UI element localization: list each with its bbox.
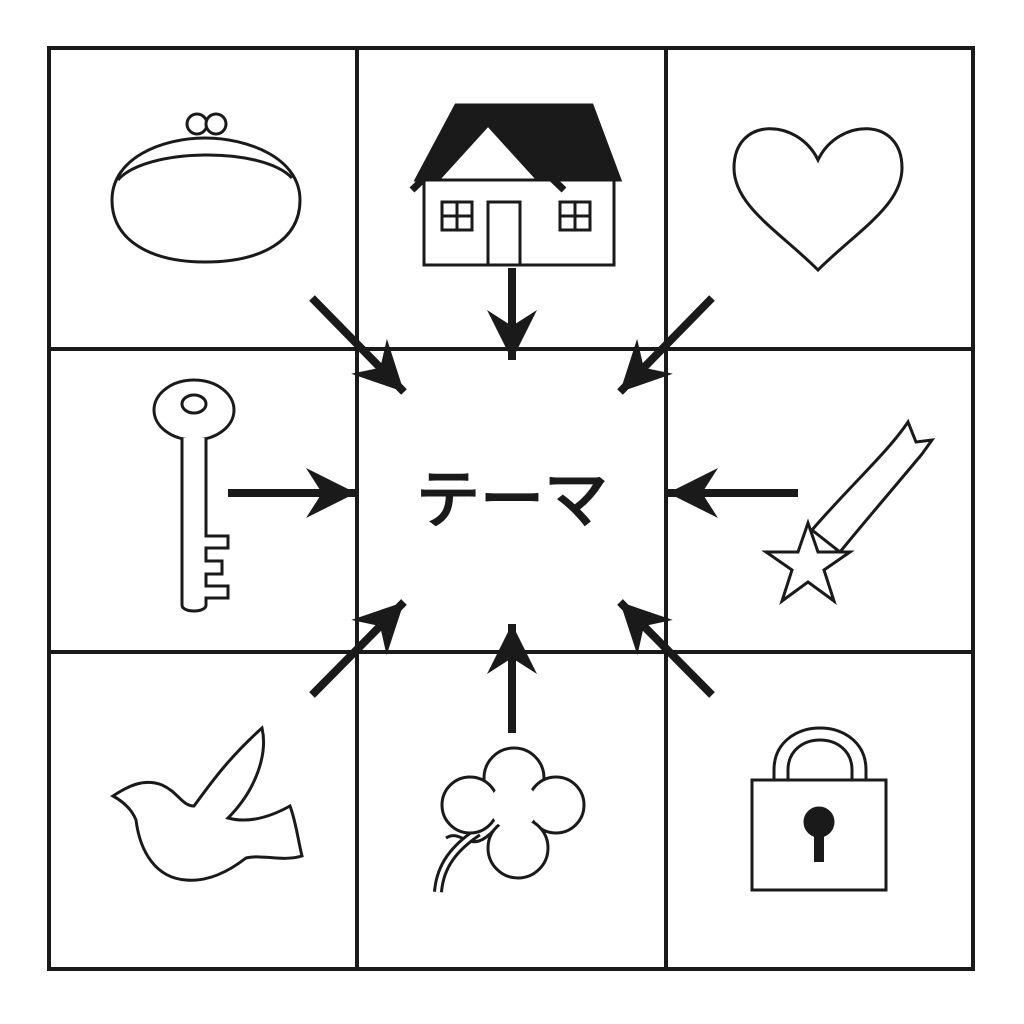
center-label: テーマ xyxy=(416,464,608,538)
dove-icon xyxy=(110,725,304,882)
arrow-from-bottom-right xyxy=(617,599,715,698)
arrow-from-bottom-left xyxy=(309,599,407,698)
house-icon xyxy=(409,103,623,267)
padlock-icon xyxy=(750,726,888,892)
grid xyxy=(47,46,975,971)
arrows xyxy=(228,268,798,733)
coin-purse-icon xyxy=(110,112,302,264)
heart-icon xyxy=(732,127,904,273)
arrow-from-top-right xyxy=(617,295,715,395)
shooting-star-icon xyxy=(761,418,936,605)
four-leaf-clover-icon xyxy=(433,746,586,893)
key-icon xyxy=(152,378,236,613)
grid-outer-border xyxy=(47,46,975,971)
arrow-from-top-left xyxy=(309,295,407,395)
